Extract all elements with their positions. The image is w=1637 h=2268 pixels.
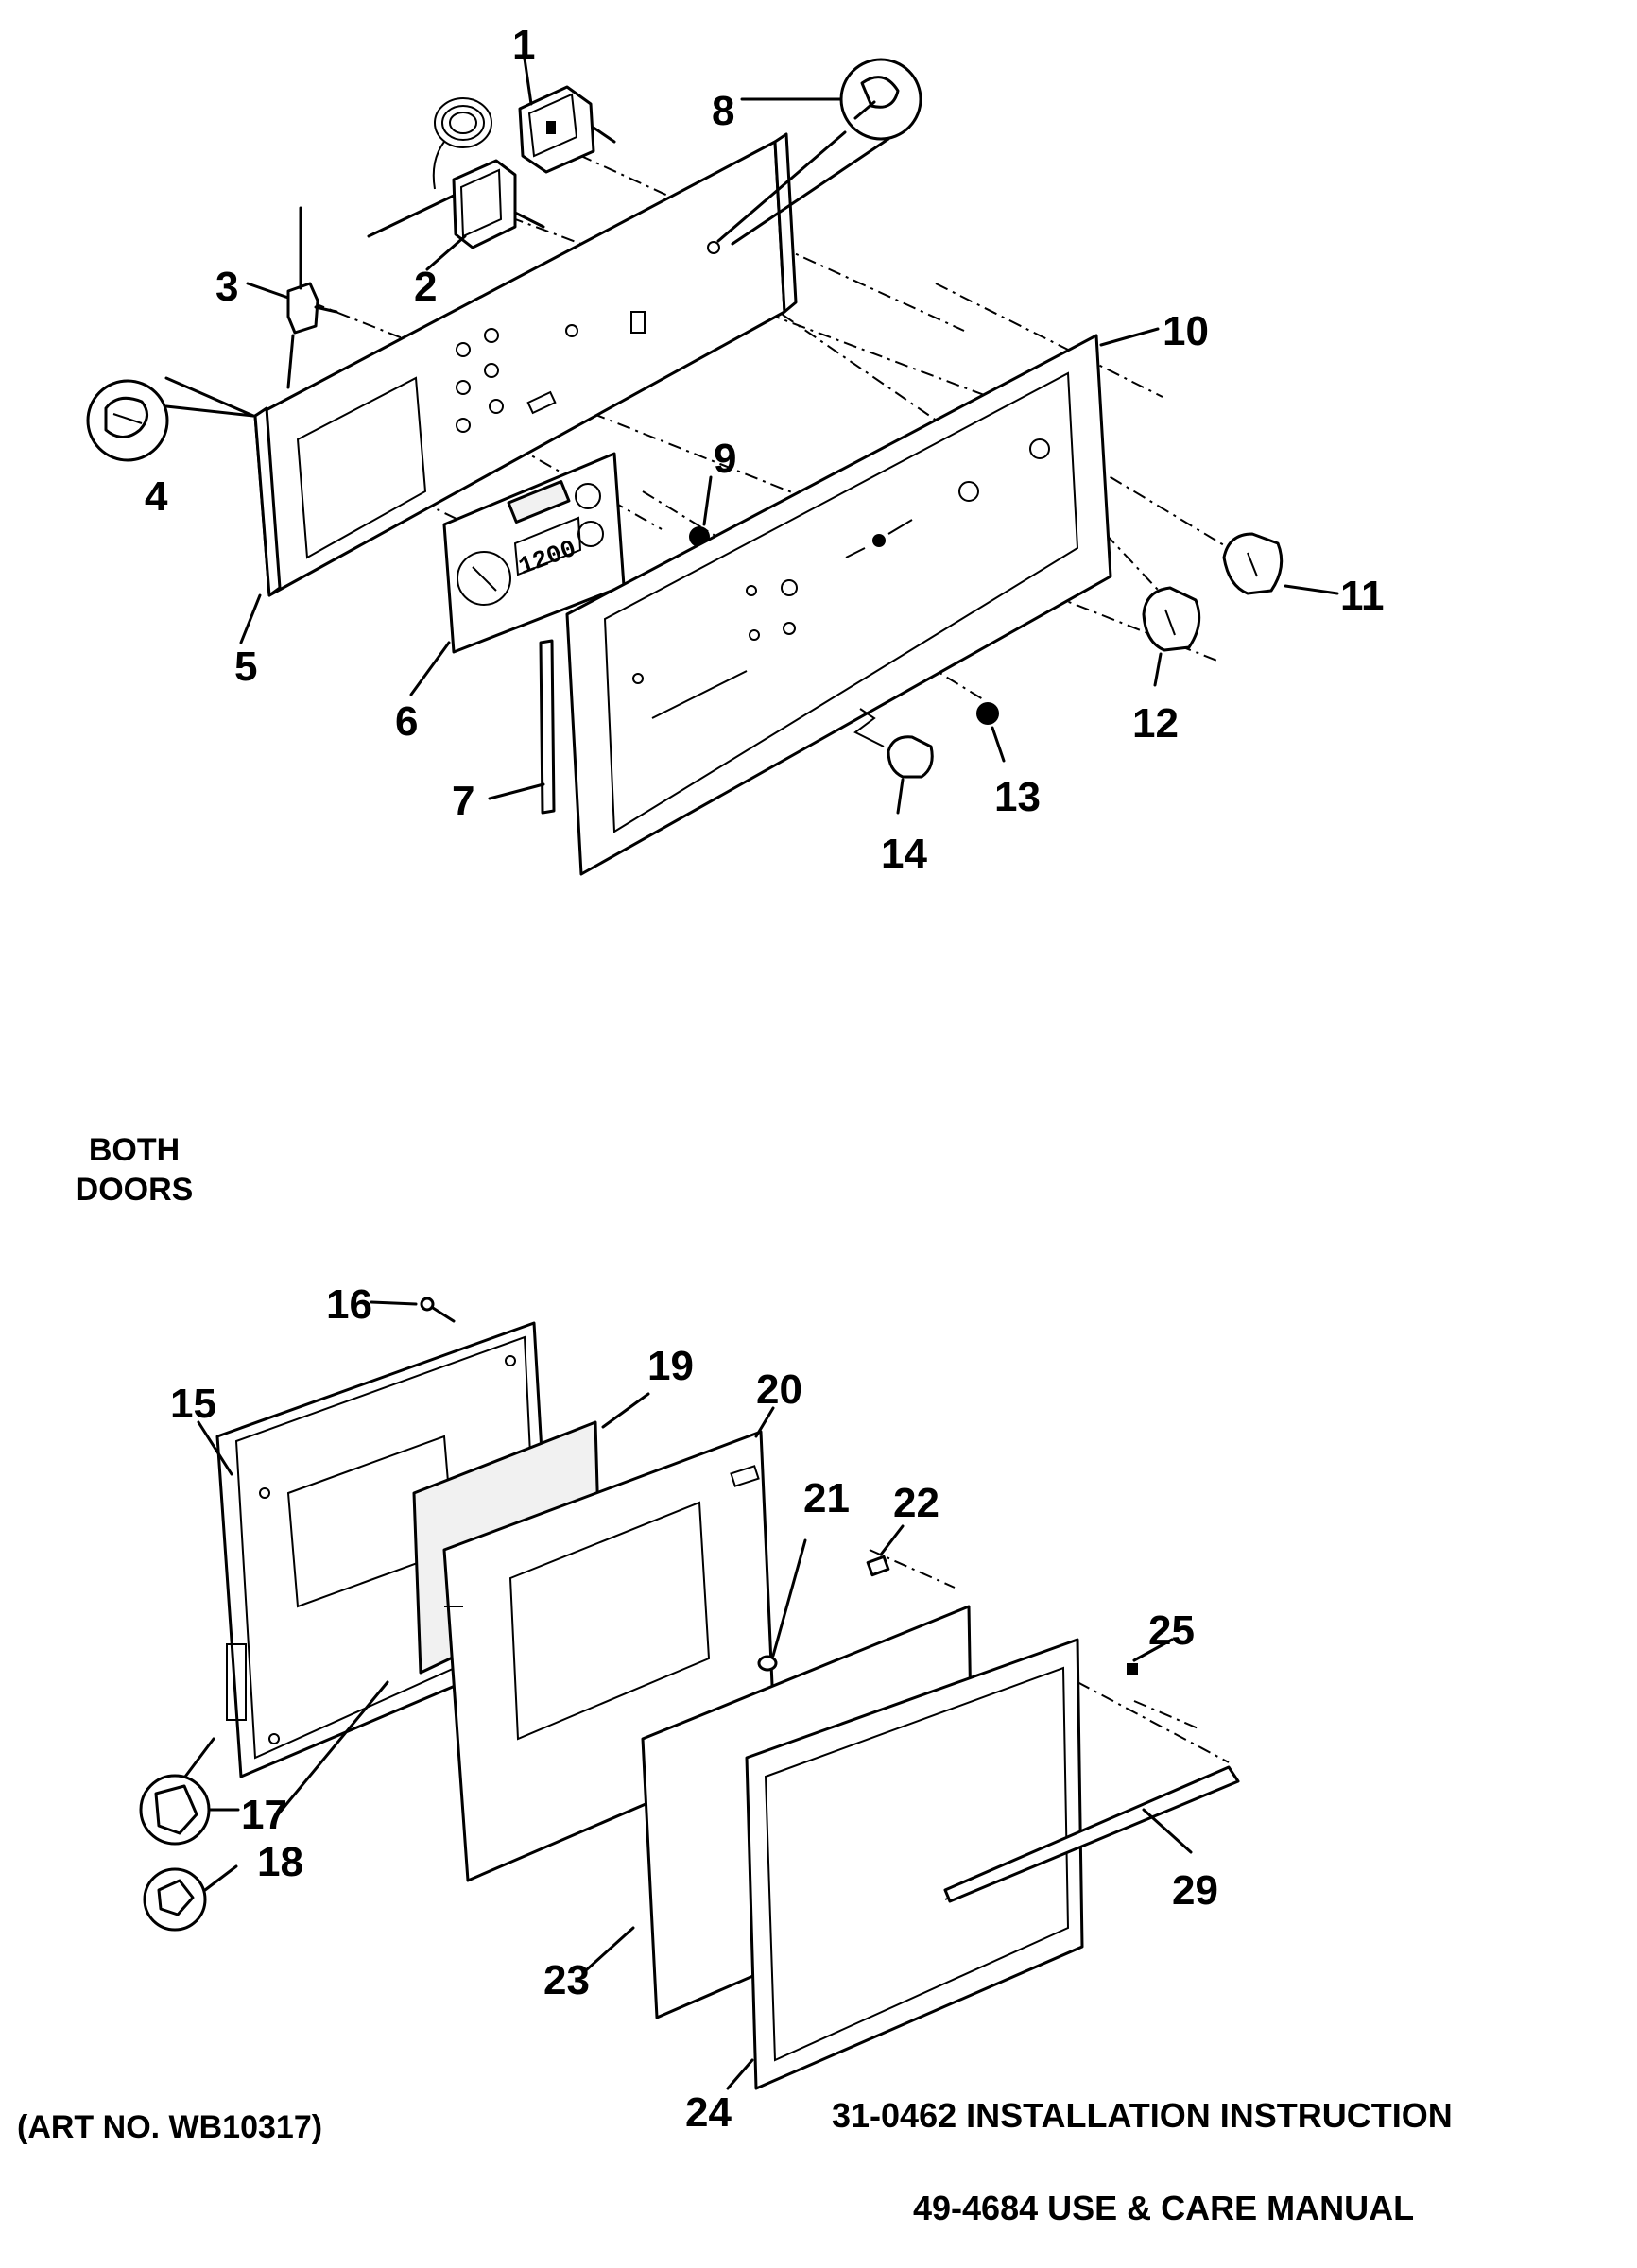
- both-doors-line2: DOORS: [75, 1172, 194, 1208]
- part-24-frame: [726, 1638, 1084, 2090]
- part-29-handle-bar: [943, 1765, 1240, 1903]
- callout-leaders-top: [239, 57, 1160, 800]
- callout-21: 21: [803, 1475, 850, 1521]
- callout-12: 12: [1132, 700, 1179, 747]
- part-25-clip: [1127, 1638, 1174, 1675]
- part-12-knob: [1142, 586, 1201, 687]
- callout-17: 17: [241, 1792, 287, 1838]
- part-13-grommet: [976, 702, 1006, 763]
- callout-13: 13: [994, 774, 1041, 820]
- part-18-nut: [143, 1680, 389, 1932]
- part-10-front-panel: [565, 334, 1112, 876]
- both-doors-line1: BOTH: [88, 1132, 181, 1168]
- callout-22: 22: [893, 1480, 939, 1526]
- part-14-knob: [853, 708, 934, 815]
- use-care-manual-ref: 49-4684 USE & CARE MANUAL: [913, 2189, 1415, 2227]
- callout-4: 4: [145, 473, 168, 520]
- callout-23: 23: [543, 1957, 590, 2003]
- part-6-display-bezel: 1200: [442, 452, 626, 654]
- callout-3: 3: [215, 264, 238, 310]
- callout-2: 2: [414, 264, 437, 310]
- callout-14: 14: [881, 831, 927, 877]
- callout-9: 9: [714, 436, 736, 482]
- part-8-screw: [716, 58, 922, 246]
- callout-1: 1: [512, 22, 535, 68]
- part-2-switch: [452, 159, 545, 249]
- installation-instruction-ref: 31-0462 INSTALLATION INSTRUCTION: [832, 2096, 1453, 2135]
- callout-20: 20: [756, 1366, 802, 1413]
- callout-15: 15: [170, 1381, 216, 1427]
- callout-11: 11: [1340, 573, 1385, 619]
- part-7-strip: [539, 639, 556, 815]
- callout-25: 25: [1148, 1607, 1195, 1654]
- both-doors-label: BOTH DOORS: [59, 1130, 210, 1210]
- callout-5: 5: [234, 644, 257, 690]
- callout-24: 24: [685, 2089, 732, 2136]
- door-assembly: 15 16 17 18 19 20 21 22 23 24 25 29: [139, 1281, 1240, 2136]
- callout-numbers-door: 15 16 17 18 19 20 21 22 23 24 25 29: [170, 1281, 1218, 2136]
- part-21-pin: [757, 1538, 807, 1672]
- part-17-clip: [139, 1737, 240, 1846]
- part-11-knob: [1222, 532, 1339, 595]
- part-3-small-switch: [286, 206, 338, 389]
- control-panel-assembly: 1200: [86, 22, 1385, 877]
- callout-18: 18: [257, 1839, 303, 1885]
- part-5-back-panel: [253, 132, 798, 597]
- callout-16: 16: [326, 1281, 372, 1328]
- callout-19: 19: [647, 1343, 694, 1389]
- callout-leaders-door: [197, 1392, 775, 1476]
- part-16-screw: [370, 1297, 456, 1323]
- callout-numbers-top: 1 2 3 4 5 6 7 8 9 10 11 12 13 14: [145, 22, 1385, 877]
- callout-7: 7: [452, 778, 474, 824]
- part-22-spacer: [866, 1524, 905, 1577]
- callout-10: 10: [1163, 308, 1209, 354]
- callout-29: 29: [1172, 1867, 1218, 1914]
- callout-8: 8: [712, 88, 734, 134]
- callout-6: 6: [395, 698, 418, 745]
- art-number: (ART NO. WB10317): [17, 2109, 323, 2145]
- part-4-clip: [86, 376, 255, 462]
